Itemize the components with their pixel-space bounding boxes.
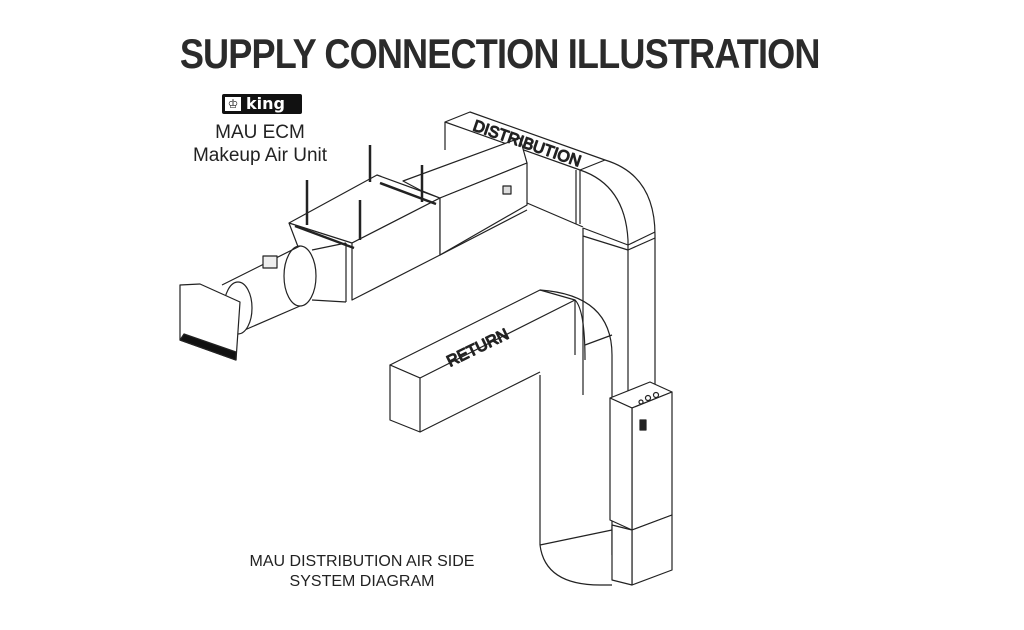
return-duct: [389, 289, 613, 586]
caption-line-1: MAU DISTRIBUTION AIR SIDE: [249, 553, 475, 570]
caption-line-2: SYSTEM DIAGRAM: [289, 573, 435, 590]
page-title: SUPPLY CONNECTION ILLUSTRATION: [179, 30, 821, 77]
furnace: [609, 381, 673, 586]
unit-description: Makeup Air Unit: [192, 145, 328, 166]
distribution-duct: [444, 111, 656, 395]
king-logo: ♔ king: [222, 94, 302, 114]
logo-text: king: [246, 94, 285, 113]
crown-icon: ♔: [225, 97, 241, 111]
makeup-air-unit: [179, 137, 584, 361]
unit-name: MAU ECM: [215, 122, 305, 143]
